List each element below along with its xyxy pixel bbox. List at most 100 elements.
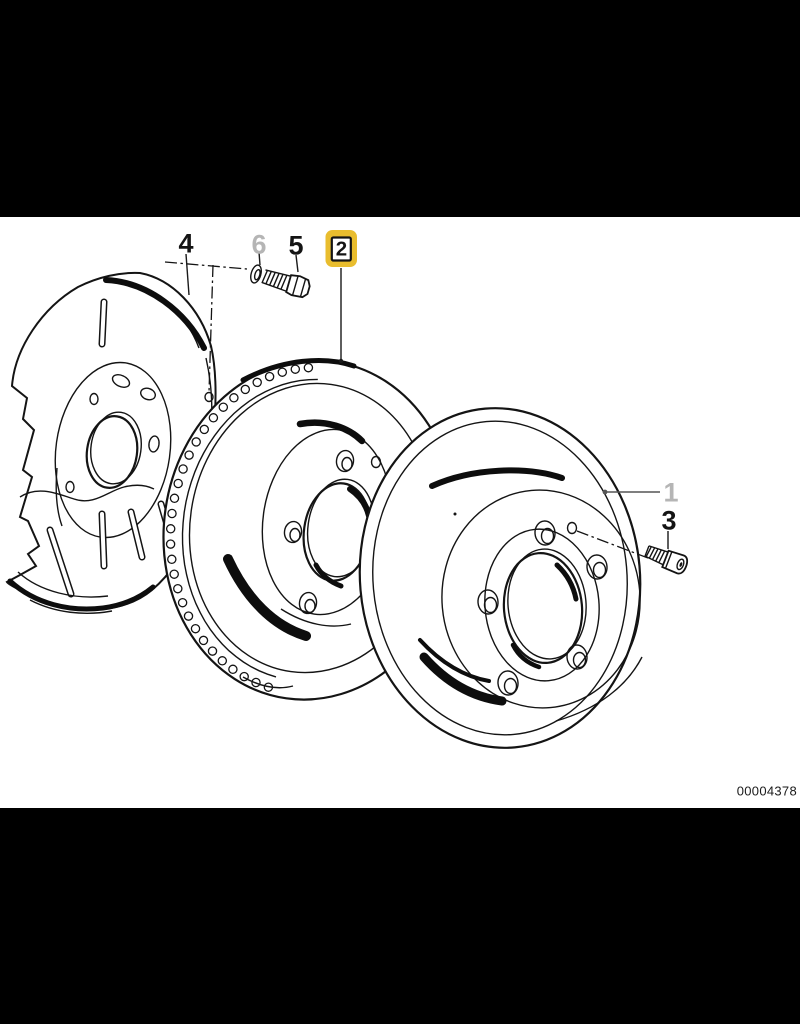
washer-outer	[250, 264, 262, 284]
leader-6	[258, 251, 261, 266]
vented-hole-shadow-bl	[313, 562, 344, 589]
vent-fin	[198, 635, 209, 646]
vented-disc-top-shadow	[240, 357, 357, 383]
shield-bottom-line2	[29, 599, 113, 614]
vent-fin	[303, 362, 314, 373]
vent-fin	[169, 569, 179, 579]
line-art	[283, 520, 303, 544]
rim-screw-hole	[204, 391, 214, 403]
line-art	[497, 670, 519, 696]
set-screw-hole	[566, 521, 578, 535]
line-art	[289, 527, 301, 543]
plain-disc-hub-flange	[441, 489, 641, 709]
bolt3-axis-line	[576, 530, 649, 559]
washer-inner	[253, 268, 261, 281]
vented-flange-bottom-line	[280, 608, 352, 627]
vent-fin	[208, 413, 219, 423]
line-art	[586, 554, 608, 580]
plain-disc-lower-shadow	[419, 652, 507, 706]
shield-hole	[111, 374, 131, 388]
socket-screw-part	[644, 545, 689, 575]
vent-fin	[264, 371, 275, 382]
highlighted-callout-2[interactable]: 2	[325, 230, 358, 267]
shield-bottom-line	[17, 571, 109, 598]
face-mark	[453, 512, 457, 516]
callout-label-5[interactable]: 5	[288, 231, 303, 261]
vented-disc-bolt-holes	[283, 449, 382, 615]
shield-bottom-shadow	[7, 578, 156, 612]
vent-fin	[190, 623, 201, 634]
bolt3-socket-center	[679, 562, 683, 567]
bolt3-head-chamfer	[664, 551, 673, 569]
vent-fin	[277, 367, 288, 377]
vented-disc-lower-shadow	[223, 554, 311, 641]
retaining-screw-hole	[370, 455, 382, 469]
line-art	[304, 598, 316, 614]
callout-label-2[interactable]: 2	[336, 238, 347, 261]
centerlines	[164, 261, 649, 559]
line-art	[298, 591, 318, 615]
leader-lines	[185, 251, 669, 549]
vent-fin	[240, 384, 251, 395]
vented-hub-shadow	[296, 419, 366, 445]
shield-hole	[148, 435, 160, 453]
leader-5	[295, 254, 299, 273]
vent-band-inner-line	[181, 378, 318, 678]
bolt5-axis-line	[164, 261, 248, 270]
vent-fin-band	[165, 362, 314, 692]
vent-fin	[191, 437, 201, 447]
vent-fin	[169, 493, 180, 504]
vent-fin	[207, 646, 218, 656]
vent-fin	[184, 450, 194, 460]
line-art	[129, 510, 144, 559]
vent-fin	[173, 583, 183, 594]
plain-hole-shadow-bl	[510, 642, 542, 670]
line-art	[341, 456, 353, 472]
bolt3-socket	[676, 558, 685, 571]
line-art	[592, 561, 607, 579]
plain-disc-center-hole	[502, 552, 584, 664]
line-art	[483, 596, 498, 614]
drawing-number: 00004378	[737, 784, 797, 799]
plain-center-hole-rim	[507, 548, 587, 660]
plain-disc-shadow-thin	[418, 638, 491, 683]
line-art	[100, 512, 106, 568]
bolt5-hex-head	[285, 274, 311, 299]
line-art	[100, 300, 106, 346]
vent-fin	[217, 656, 228, 666]
line-art	[335, 449, 355, 473]
leader-2-dot	[338, 358, 344, 364]
line-art	[48, 528, 73, 596]
vent-fin	[252, 377, 262, 388]
plain-disc-chamfer-line	[372, 420, 628, 736]
vent-fin	[290, 364, 301, 374]
shield-center-hole-rim	[90, 411, 142, 485]
highlight-badge-inner	[330, 236, 352, 262]
shield-center-hole	[85, 415, 139, 489]
callout-label-4[interactable]: 4	[178, 229, 193, 259]
plain-hole-shadow-tr	[554, 562, 579, 602]
vent-fin	[173, 478, 183, 489]
shield-plate-edge	[55, 467, 63, 527]
vent-fin	[165, 524, 176, 534]
vent-fin	[167, 554, 177, 565]
shield-rim-shadow	[103, 277, 207, 351]
callout-label-1[interactable]: 1	[663, 478, 678, 508]
bolt5-threads	[261, 269, 288, 290]
vent-fin	[178, 464, 188, 474]
bolt3-threads	[645, 545, 666, 564]
plain-disc-bottom-line	[555, 656, 643, 722]
vent-fin	[229, 393, 239, 403]
bolt5-head-facets	[291, 275, 307, 298]
vent-fin	[167, 508, 177, 519]
plain-brake-disc-part	[358, 407, 643, 749]
vent-fin	[183, 611, 194, 621]
line-art	[566, 644, 588, 670]
callout-label-3[interactable]: 3	[661, 506, 676, 536]
plain-hub-shadow	[429, 467, 565, 489]
shield-fold-line	[19, 484, 155, 502]
callout-label-6[interactable]: 6	[251, 230, 266, 260]
line-art	[477, 589, 499, 615]
